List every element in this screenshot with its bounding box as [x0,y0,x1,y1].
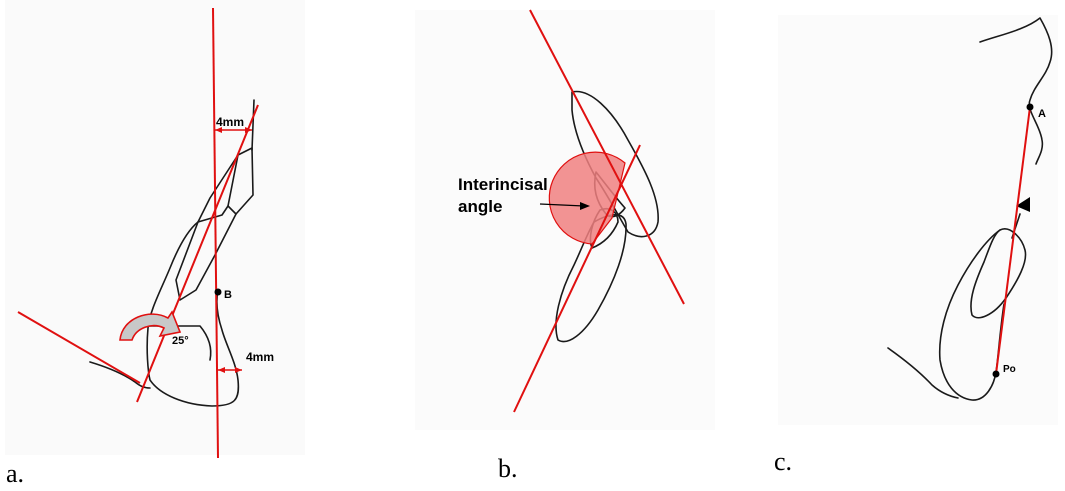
panel-a-top-measure-arrow-right [245,127,252,133]
panel-a-rotation-arrow-icon [119,310,182,341]
panel-b-lower-axis-line [513,144,641,413]
panel-c-background [778,15,1058,425]
panel-b-label-line1: Interincisal [458,175,548,194]
panel-a-chin-line [89,361,151,389]
panel-c: A Po c. [774,15,1058,476]
panel-a-point-b-label: B [224,289,232,301]
panel-a-background [5,0,305,455]
panel-c-mandible-lower-border [887,347,959,399]
panel-a-incisor-crown [227,147,254,215]
panel-a-bottom-measure-label: 4mm [246,350,274,364]
panel-b-caption: b. [498,454,518,483]
panel-c-caption: c. [774,447,792,476]
panel-c-incisor-tip-arrow-icon [1016,197,1030,212]
panel-a-point-b-marker [214,288,222,296]
panel-a-caption: a. [6,459,24,488]
panel-b-upper-axis-line [529,9,685,305]
panel-a-bottom-measure-arrow-left [218,367,225,373]
panel-b-label-pointer-arrow [580,202,590,210]
panel-c-point-po-label: Po [1003,364,1016,375]
panel-c-maxilla-profile [979,17,1053,165]
panel-a-angle-arc [147,325,212,361]
panel-a: 4mm B 25° 4mm a. [5,0,305,488]
panel-c-point-po-marker [992,370,1000,378]
panel-b-lower-incisor [555,213,627,343]
panel-b-label-pointer-line [539,203,585,207]
panel-c-point-a-marker [1026,103,1034,111]
panel-c-incisor [970,228,1027,319]
panel-a-vertical-line [212,7,219,459]
panel-c-a-po-line [995,106,1031,375]
panel-b-label-line2: angle [458,197,502,216]
panel-a-mandibular-plane-line [17,311,141,384]
panel-a-top-measure-label: 4mm [216,115,244,129]
panel-a-bottom-measure-arrow-right [235,367,242,373]
panel-b: Interincisal angle b. [415,9,715,483]
panel-a-symphysis-outline [146,99,255,407]
panel-c-point-a-label: A [1038,108,1046,120]
panel-a-incisor-axis-line [136,104,259,403]
panel-a-top-measure-arrow-left [215,127,222,133]
panel-a-angle-label: 25° [172,335,189,347]
panel-a-incisor-root [175,213,237,301]
